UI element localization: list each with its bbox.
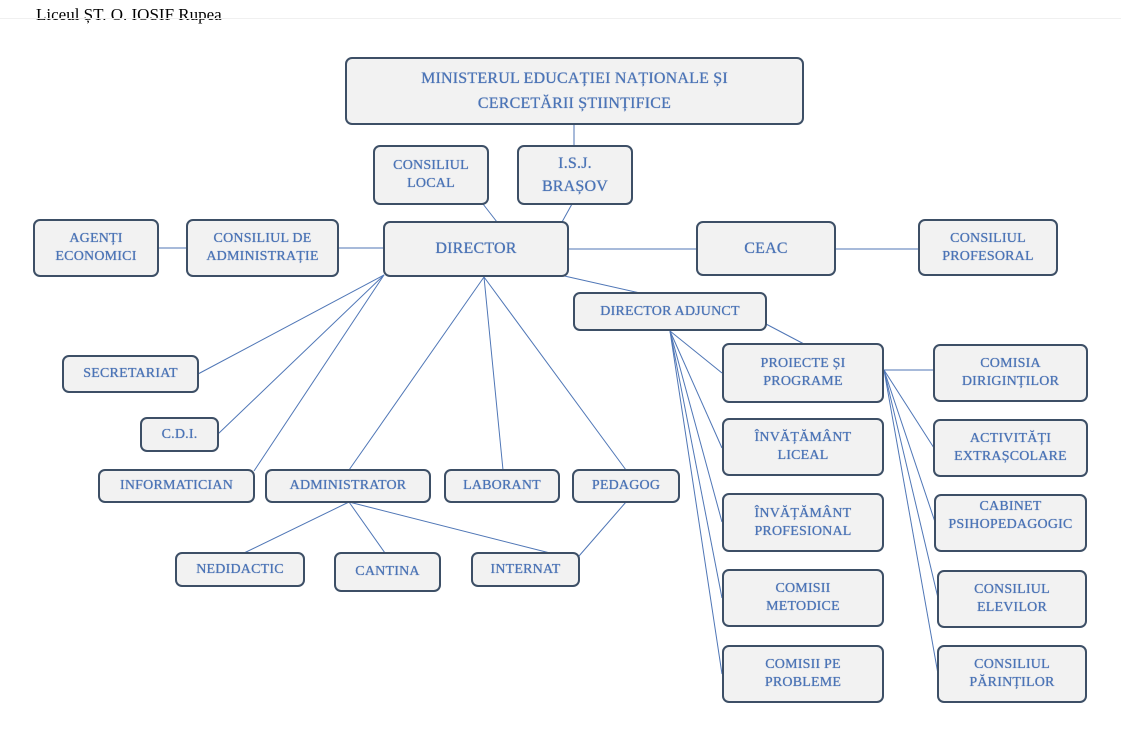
line-isj-director <box>561 203 573 223</box>
consiliul-profesoral-box: CONSILIUL PROFESORAL <box>918 219 1058 276</box>
header-rule <box>0 18 1121 19</box>
ceac-box: CEAC <box>696 221 836 276</box>
line-proiecte-parintilor <box>883 369 939 675</box>
line-director-administrator <box>348 276 485 471</box>
line-director-informatician <box>253 274 385 472</box>
comisii-pe-probleme-box: COMISII PE PROBLEME <box>722 645 884 703</box>
document-header: Liceul ȘT. O. IOSIF Rupea <box>36 5 222 24</box>
invatamant-liceal-box: ÎNVĂȚĂMÂNT LICEAL <box>722 418 884 476</box>
director-box: DIRECTOR <box>383 221 569 277</box>
line-adjunct-proiecte <box>765 323 805 345</box>
ministry-box: MINISTERUL EDUCAȚIEI NAȚIONALE ȘI CERCET… <box>345 57 804 125</box>
cabinet-psihopedagogic-box: CABINET PSIHOPEDAGOGIC <box>934 494 1087 552</box>
line-adjunct-metodice <box>669 330 723 599</box>
line-director-cdi <box>217 274 385 435</box>
line-adjunct-probleme <box>669 330 723 675</box>
activitati-extrascolare-box: ACTIVITĂȚI EXTRAȘCOLARE <box>933 419 1088 477</box>
line-pedagog-internat <box>578 501 627 557</box>
secretariat-box: SECRETARIAT <box>62 355 199 393</box>
pedagog-box: PEDAGOG <box>572 469 680 503</box>
agenti-economici-box: AGENȚI ECONOMICI <box>33 219 159 277</box>
comisii-metodice-box: COMISII METODICE <box>722 569 884 627</box>
consiliul-elevilor-box: CONSILIUL ELEVILOR <box>937 570 1087 628</box>
line-director-secretariat <box>197 274 385 375</box>
line-proiecte-elevilor <box>883 369 939 599</box>
internat-box: INTERNAT <box>471 552 580 587</box>
director-adjunct-box: DIRECTOR ADJUNCT <box>573 292 767 331</box>
informatician-box: INFORMATICIAN <box>98 469 255 503</box>
isj-box: I.S.J. BRAȘOV <box>517 145 633 205</box>
line-admin-nedidactic <box>243 501 350 554</box>
line-proiecte-activitati <box>883 369 935 449</box>
line-director-pedagog <box>483 276 627 471</box>
line-adjunct-liceal <box>669 330 723 449</box>
comisia-dirigintilor-box: COMISIA DIRIGINȚILOR <box>933 344 1088 402</box>
line-admin-cantina <box>348 501 386 554</box>
consiliul-local-box: CONSILIUL LOCAL <box>373 145 489 205</box>
cantina-box: CANTINA <box>334 552 441 592</box>
line-admin-internat <box>348 501 551 554</box>
laborant-box: LABORANT <box>444 469 560 503</box>
nedidactic-box: NEDIDACTIC <box>175 552 305 587</box>
line-director-adjunct <box>559 274 641 294</box>
line-local-director <box>482 203 498 223</box>
proiecte-programe-box: PROIECTE ȘI PROGRAME <box>722 343 884 403</box>
line-adjunct-profesional <box>669 330 723 523</box>
invatamant-profesional-box: ÎNVĂȚĂMÂNT PROFESIONAL <box>722 493 884 552</box>
consiliul-parintilor-box: CONSILIUL PĂRINȚILOR <box>937 645 1087 703</box>
line-proiecte-cabinet <box>883 369 936 523</box>
line-director-laborant <box>483 276 504 471</box>
consiliul-administratie-box: CONSILIUL DE ADMINISTRAȚIE <box>186 219 339 277</box>
line-adjunct-proiecte-2 <box>669 330 723 374</box>
administrator-box: ADMINISTRATOR <box>265 469 431 503</box>
cdi-box: C.D.I. <box>140 417 219 452</box>
